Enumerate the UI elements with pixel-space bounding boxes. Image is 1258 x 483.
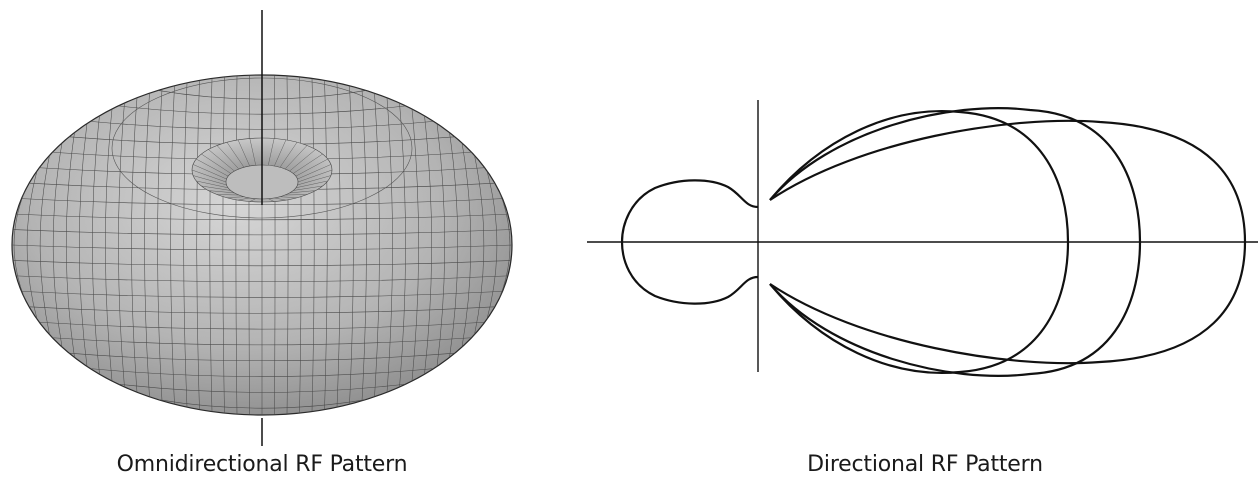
omnidirectional-caption: Omnidirectional RF Pattern <box>117 452 408 477</box>
directional-pattern <box>587 100 1258 376</box>
directional-caption: Directional RF Pattern <box>807 452 1043 477</box>
omnidirectional-pattern <box>12 10 512 446</box>
